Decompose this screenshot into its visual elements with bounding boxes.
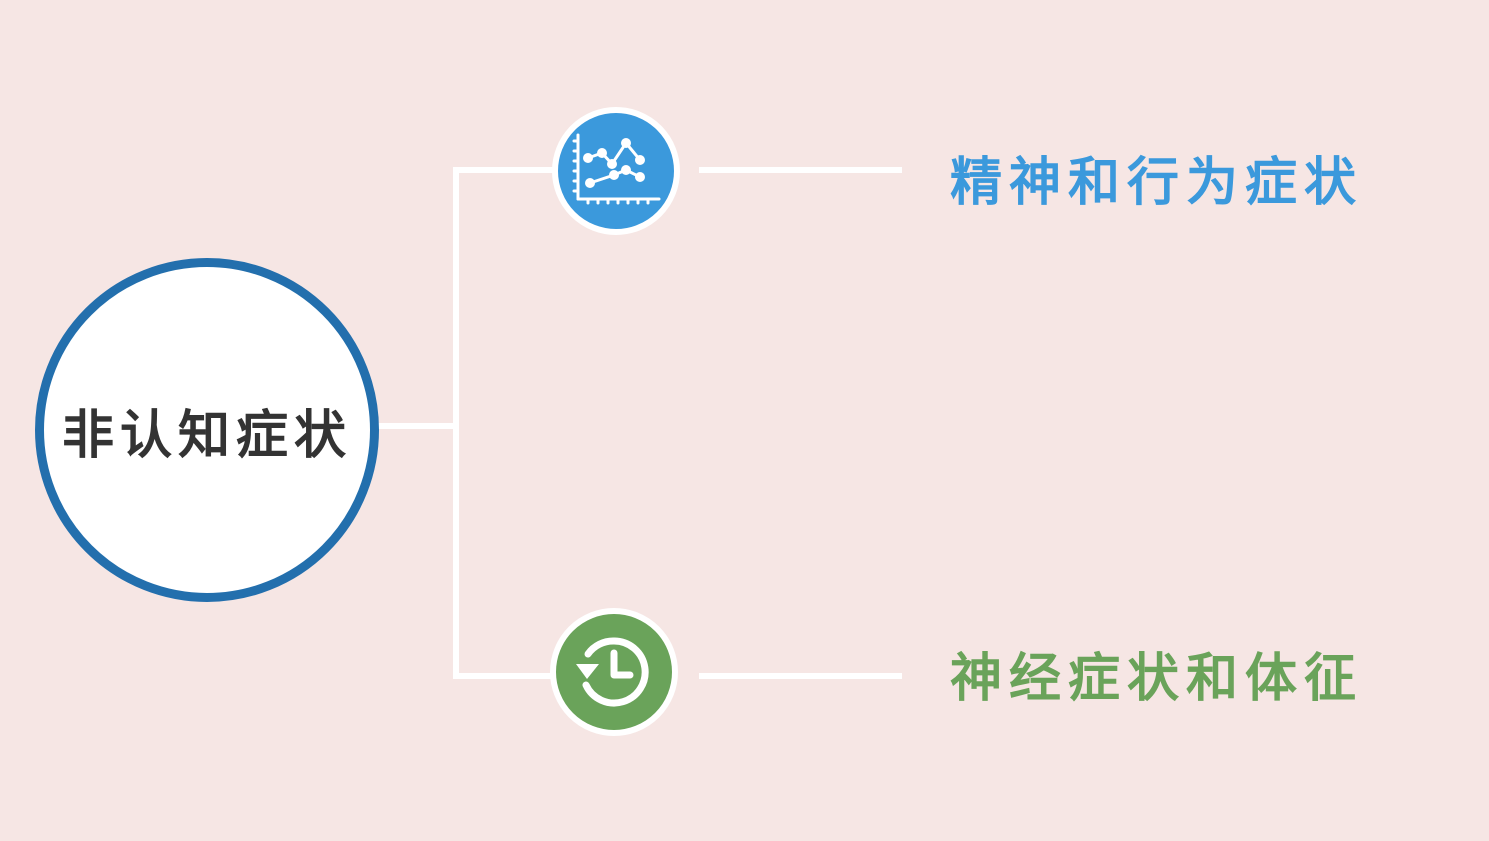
branch-2-connector (453, 673, 554, 679)
branch-2-label: 神经症状和体征 (950, 649, 1364, 709)
root-label: 非认知症状 (61, 405, 352, 466)
history-clock-icon (576, 637, 649, 707)
branch-1-icon-badge (552, 107, 680, 235)
branch-1-label: 精神和行为症状 (950, 153, 1364, 213)
branch-1-label-connector (699, 167, 902, 173)
branch-2-label-connector (699, 673, 902, 679)
branch-1-connector (453, 167, 554, 173)
root-node: 非认知症状 (35, 258, 379, 602)
line-chart-icon (572, 133, 661, 205)
trunk-connector (453, 167, 459, 679)
root-connector (361, 423, 457, 429)
branch-2-icon-badge (550, 608, 678, 736)
